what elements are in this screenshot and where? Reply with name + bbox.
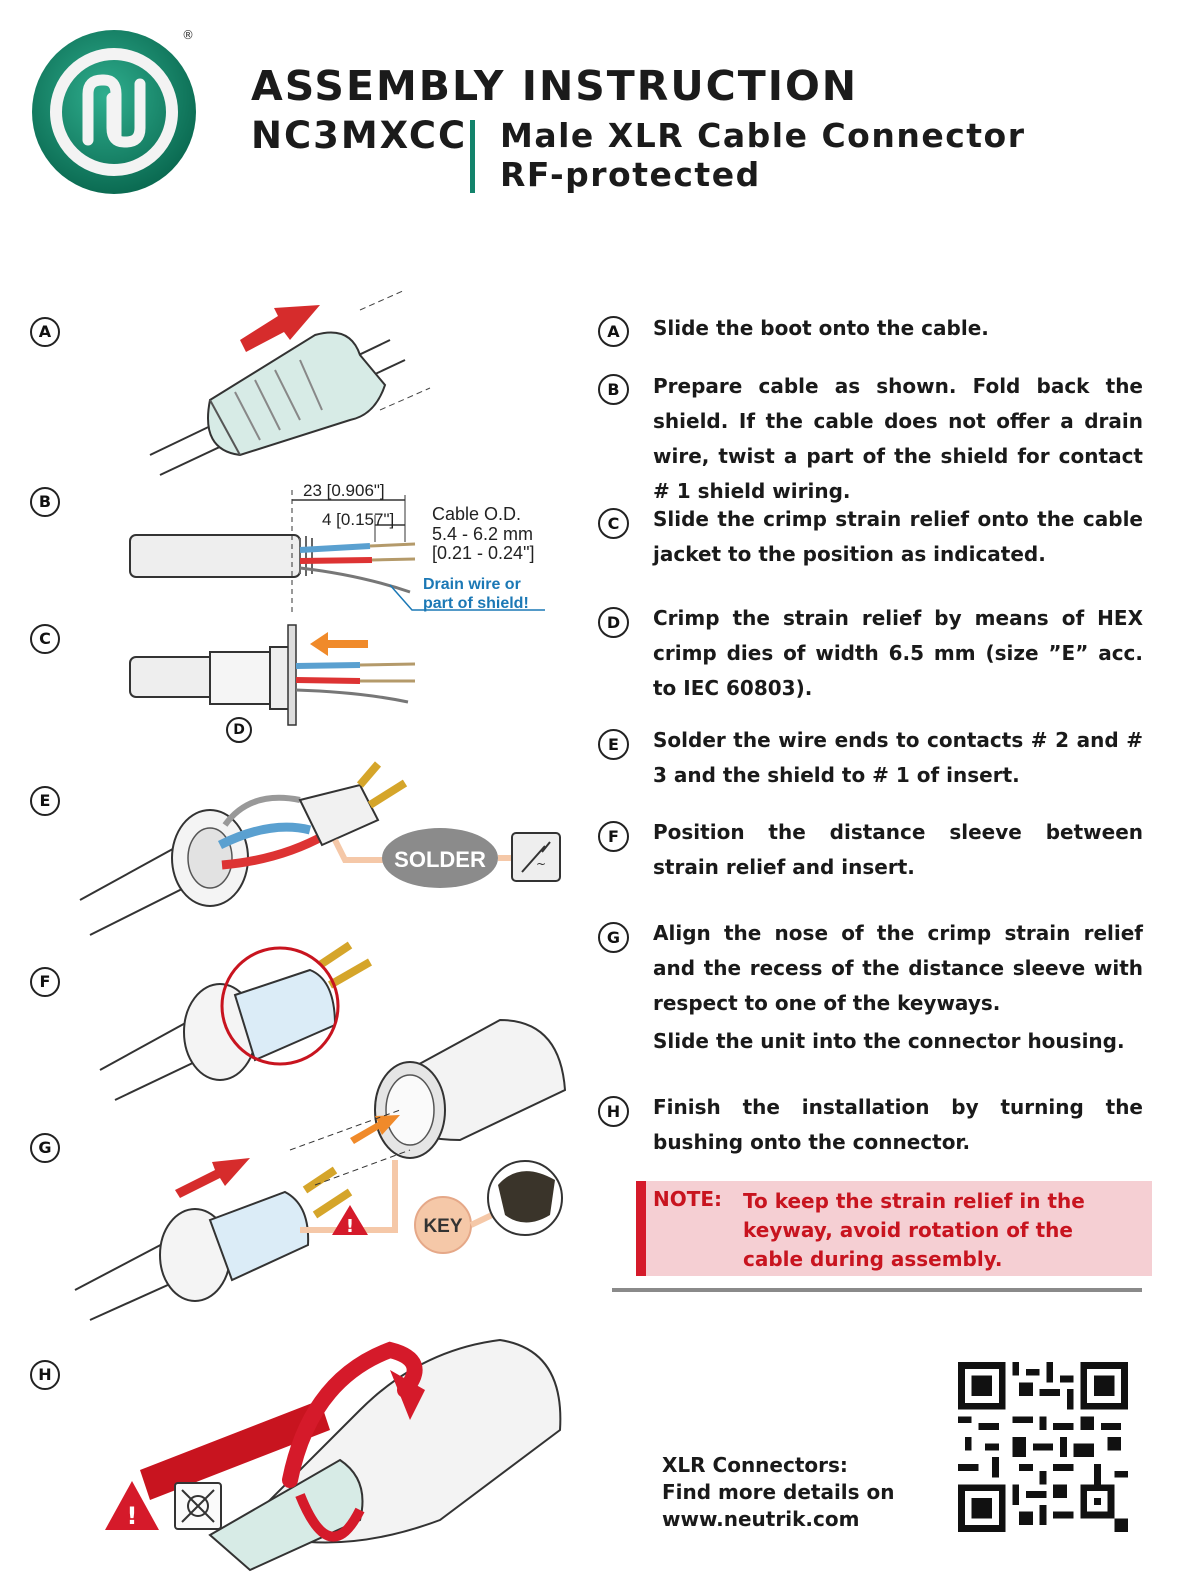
illustration-step-g: ! KEY: [74, 1018, 567, 1321]
cable-od-range-in: [0.21 - 0.24"]: [432, 543, 534, 563]
qr-code[interactable]: [958, 1362, 1128, 1532]
drain-wire-label: Drain wire or: [423, 576, 521, 593]
step-e-text: Solder the wire ends to contacts # 2 and…: [653, 728, 1143, 787]
registered-mark: ®: [182, 28, 194, 42]
solder-label: SOLDER: [394, 847, 486, 872]
step-g-text: Align the nose of the crimp strain relie…: [653, 921, 1143, 1015]
no-rotation-icon: [187, 1495, 209, 1517]
step-f-text: Position the distance sleeve between str…: [653, 820, 1143, 879]
footer-url[interactable]: www.neutrik.com: [662, 1507, 860, 1531]
product-subtitle-line2: RF-protected: [500, 155, 761, 194]
svg-text:!: !: [127, 1502, 138, 1530]
step-a-text: Slide the boot onto the cable.: [653, 316, 989, 340]
illustration-step-e: SOLDER ~: [79, 761, 561, 936]
illustration-step-h: !: [105, 1338, 562, 1572]
note-text: To keep the strain relief in the keyway,…: [743, 1189, 1085, 1271]
warning-icon-h: [105, 1481, 159, 1530]
assembly-illustrations: 23 [0.906"] 4 [0.157"] Cable O.D. 5.4 - …: [74, 289, 567, 1572]
title-divider: [470, 120, 475, 193]
left-marker-d: D: [226, 717, 252, 743]
step-c-text: Slide the crimp strain relief onto the c…: [653, 507, 1143, 566]
left-marker-b: B: [30, 487, 60, 517]
cable-od-range-mm: 5.4 - 6.2 mm: [432, 524, 533, 544]
step-h-text: Finish the installation by turning the b…: [653, 1095, 1143, 1154]
step-marker-c: C: [598, 508, 629, 539]
step-d-text: Crimp the strain relief by means of HEX …: [653, 606, 1143, 700]
left-marker-e: E: [30, 786, 60, 816]
step-marker-a: A: [598, 316, 629, 347]
footer-line-1: XLR Connectors:: [662, 1453, 848, 1477]
step-marker-d: D: [598, 607, 629, 638]
step-marker-e: E: [598, 729, 629, 760]
illustration-step-a: [149, 289, 431, 476]
dim-outer-label: 23 [0.906"]: [303, 481, 385, 500]
illustration-step-c: [129, 624, 416, 726]
key-label: KEY: [423, 1216, 462, 1237]
step-marker-b: B: [598, 374, 629, 405]
dim-inner-label: 4 [0.157"]: [322, 510, 394, 529]
model-number: NC3MXCC: [251, 114, 468, 157]
step-marker-g: G: [598, 922, 629, 953]
document-title: ASSEMBLY INSTRUCTION: [251, 62, 859, 110]
drain-wire-label-2: part of shield!: [423, 595, 529, 612]
product-subtitle-line1: Male XLR Cable Connector: [500, 116, 1026, 155]
solder-iron-icon: ~: [536, 857, 546, 871]
cable-od-label: Cable O.D.: [432, 504, 521, 524]
illustration-step-f: [99, 941, 372, 1101]
left-marker-h: H: [30, 1360, 60, 1390]
left-marker-a: A: [30, 317, 60, 347]
step-marker-f: F: [598, 821, 629, 852]
step-g-text-2: Slide the unit into the connector housin…: [653, 1029, 1125, 1053]
step-b-text: Prepare cable as shown. Fold back the sh…: [653, 374, 1143, 503]
section-divider: [612, 1288, 1142, 1292]
left-marker-c: C: [30, 624, 60, 654]
footer-info: XLR Connectors: Find more details on www…: [662, 1452, 895, 1533]
left-marker-g: G: [30, 1133, 60, 1163]
warning-icon: [332, 1205, 368, 1235]
neutrik-logo: [32, 30, 196, 194]
footer-line-2: Find more details on: [662, 1480, 895, 1504]
note-label: NOTE:: [653, 1187, 723, 1211]
illustration-step-b: 23 [0.906"] 4 [0.157"] Cable O.D. 5.4 - …: [129, 481, 545, 615]
svg-text:!: !: [346, 1216, 354, 1237]
note-box: [636, 1181, 1152, 1276]
left-marker-f: F: [30, 967, 60, 997]
step-marker-h: H: [598, 1096, 629, 1127]
